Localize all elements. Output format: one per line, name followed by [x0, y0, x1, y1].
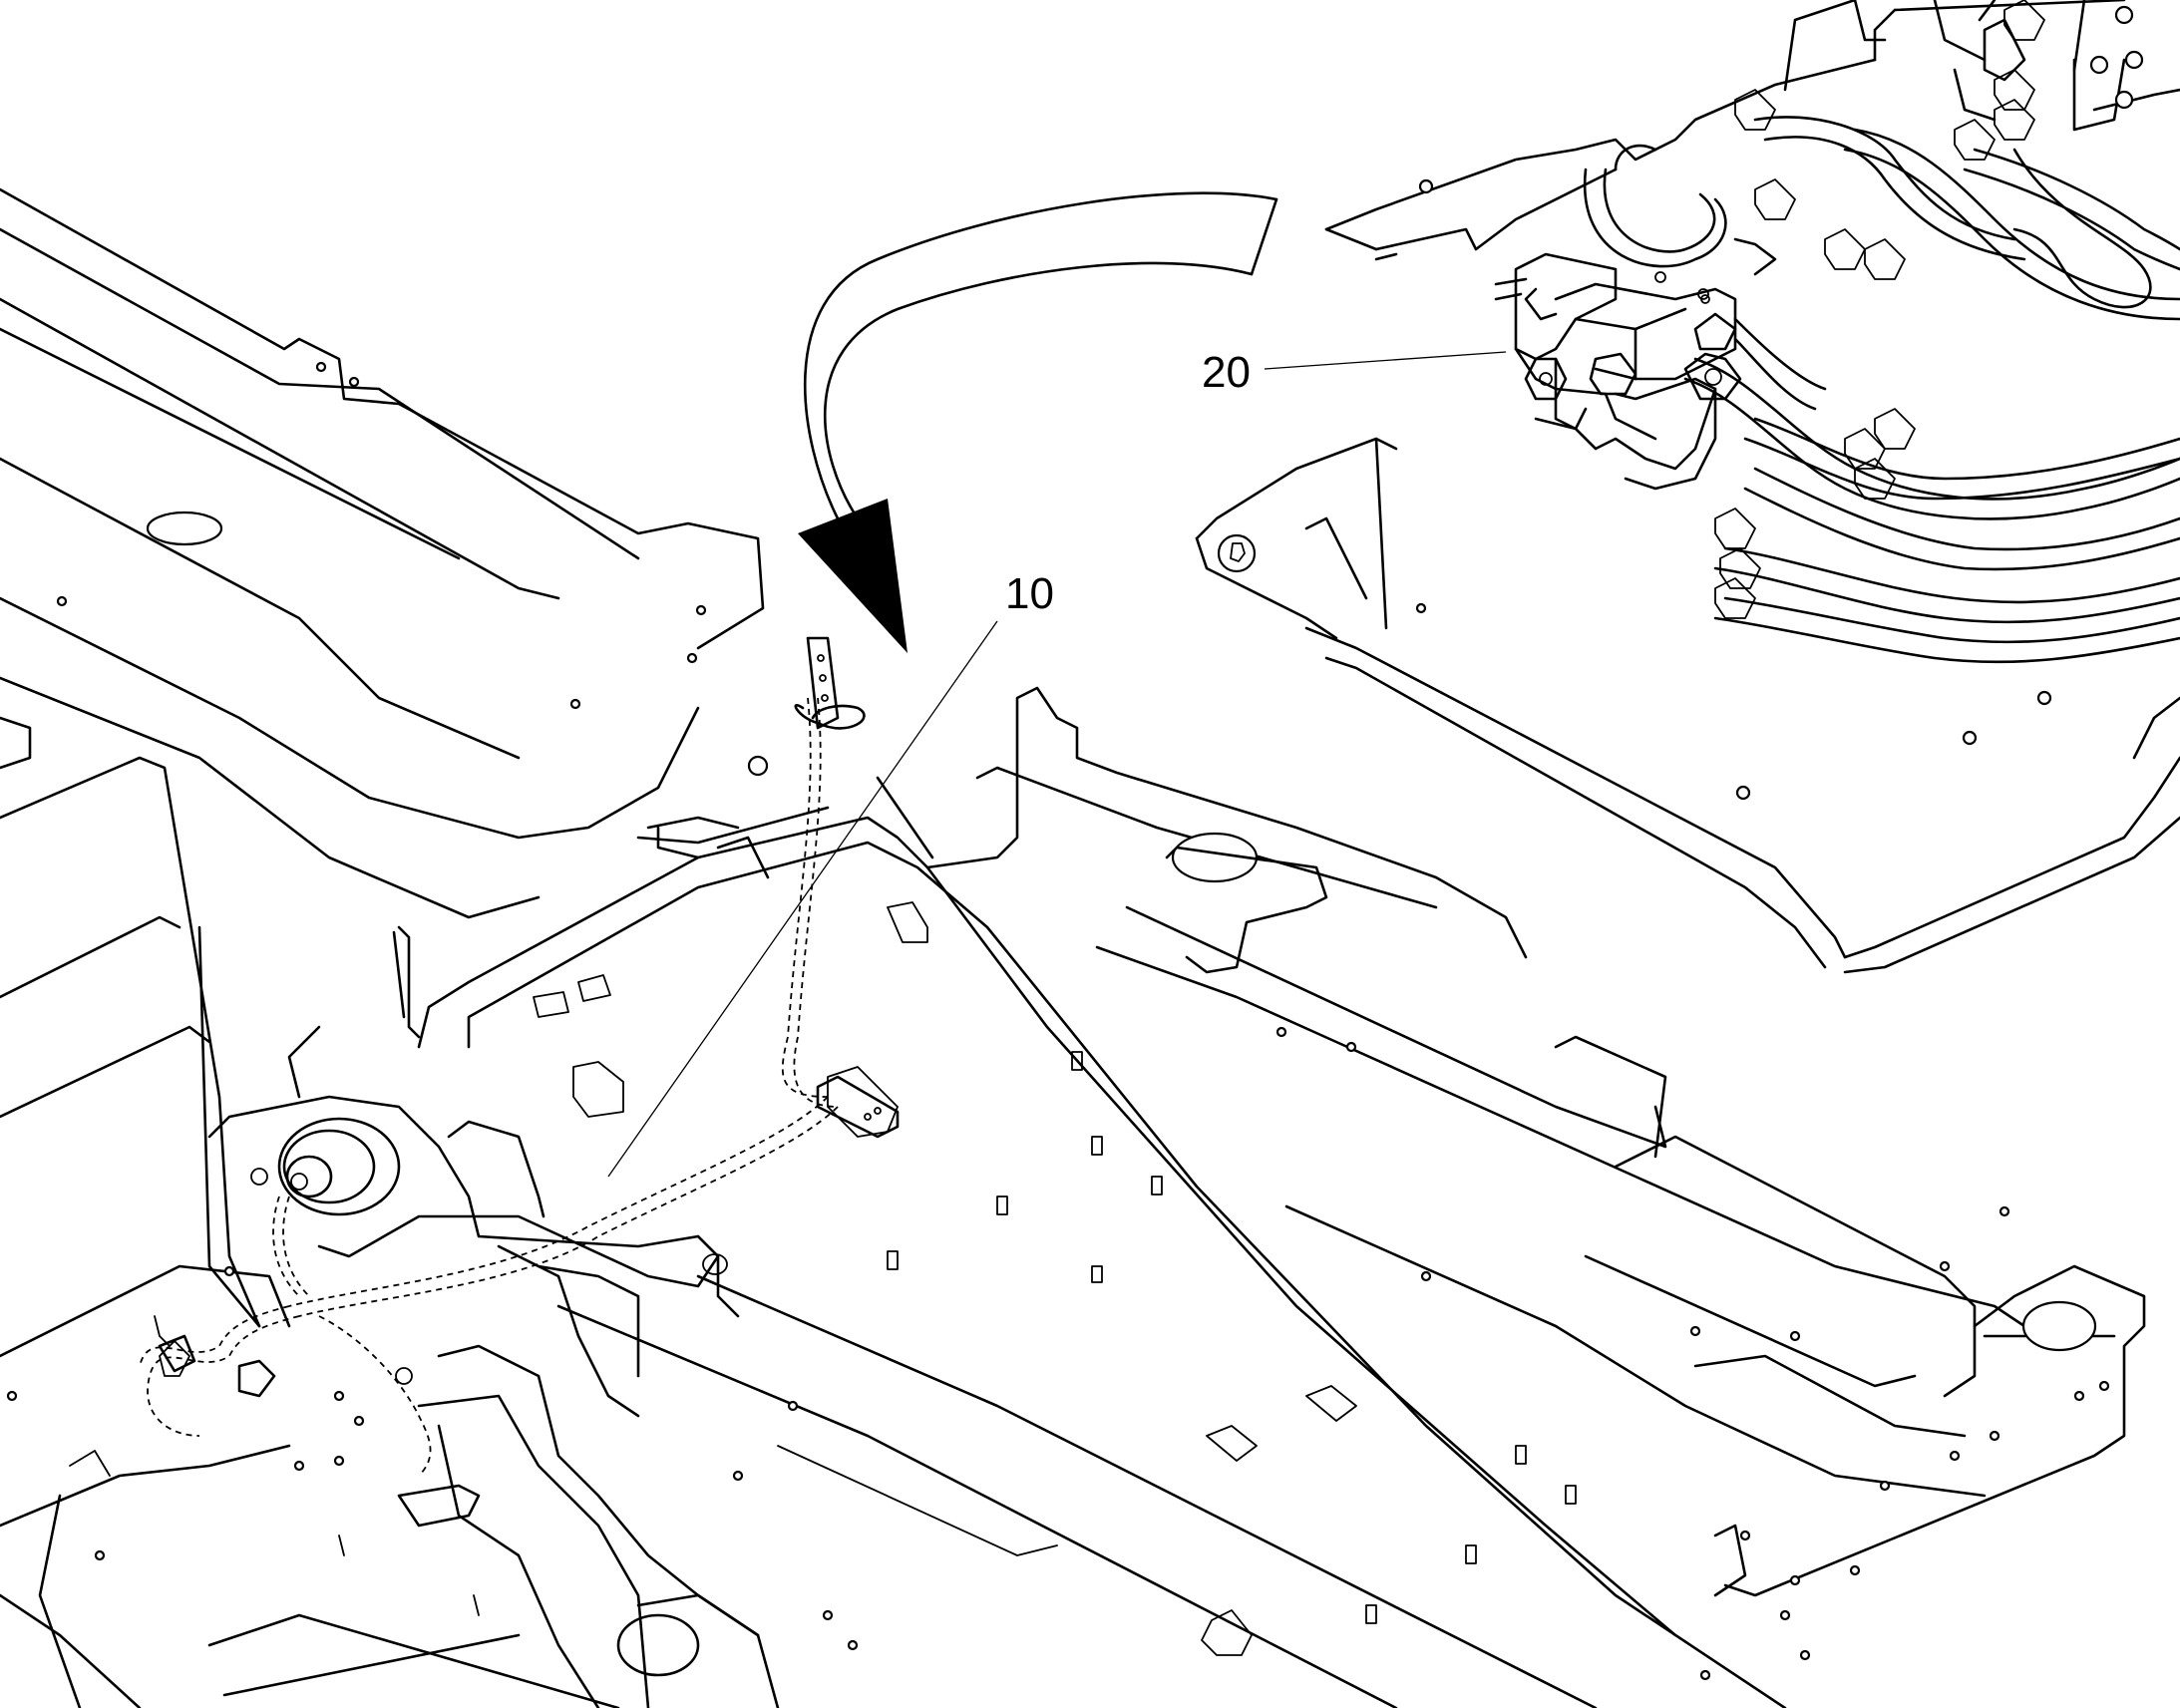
arrow-head	[798, 499, 908, 653]
left-housing	[0, 716, 620, 1708]
callout-20: 20	[1202, 348, 1251, 397]
central-boom	[417, 776, 1787, 1708]
leader-20	[1264, 351, 1507, 370]
curved-arrow	[798, 191, 1278, 653]
pivot-hub	[207, 925, 740, 1418]
lower-right-frame	[925, 686, 2146, 1681]
callout-10: 10	[1005, 569, 1054, 618]
detail-inset-valve-area	[1195, 0, 2180, 974]
callout-labels: 10 20	[1005, 348, 1251, 618]
leader-10	[607, 620, 998, 1178]
upper-left-frame-beam	[0, 187, 769, 919]
callout-leaders	[607, 351, 1507, 1178]
wiring-harness	[139, 636, 900, 1477]
lower-left-structure	[69, 1315, 1058, 1708]
